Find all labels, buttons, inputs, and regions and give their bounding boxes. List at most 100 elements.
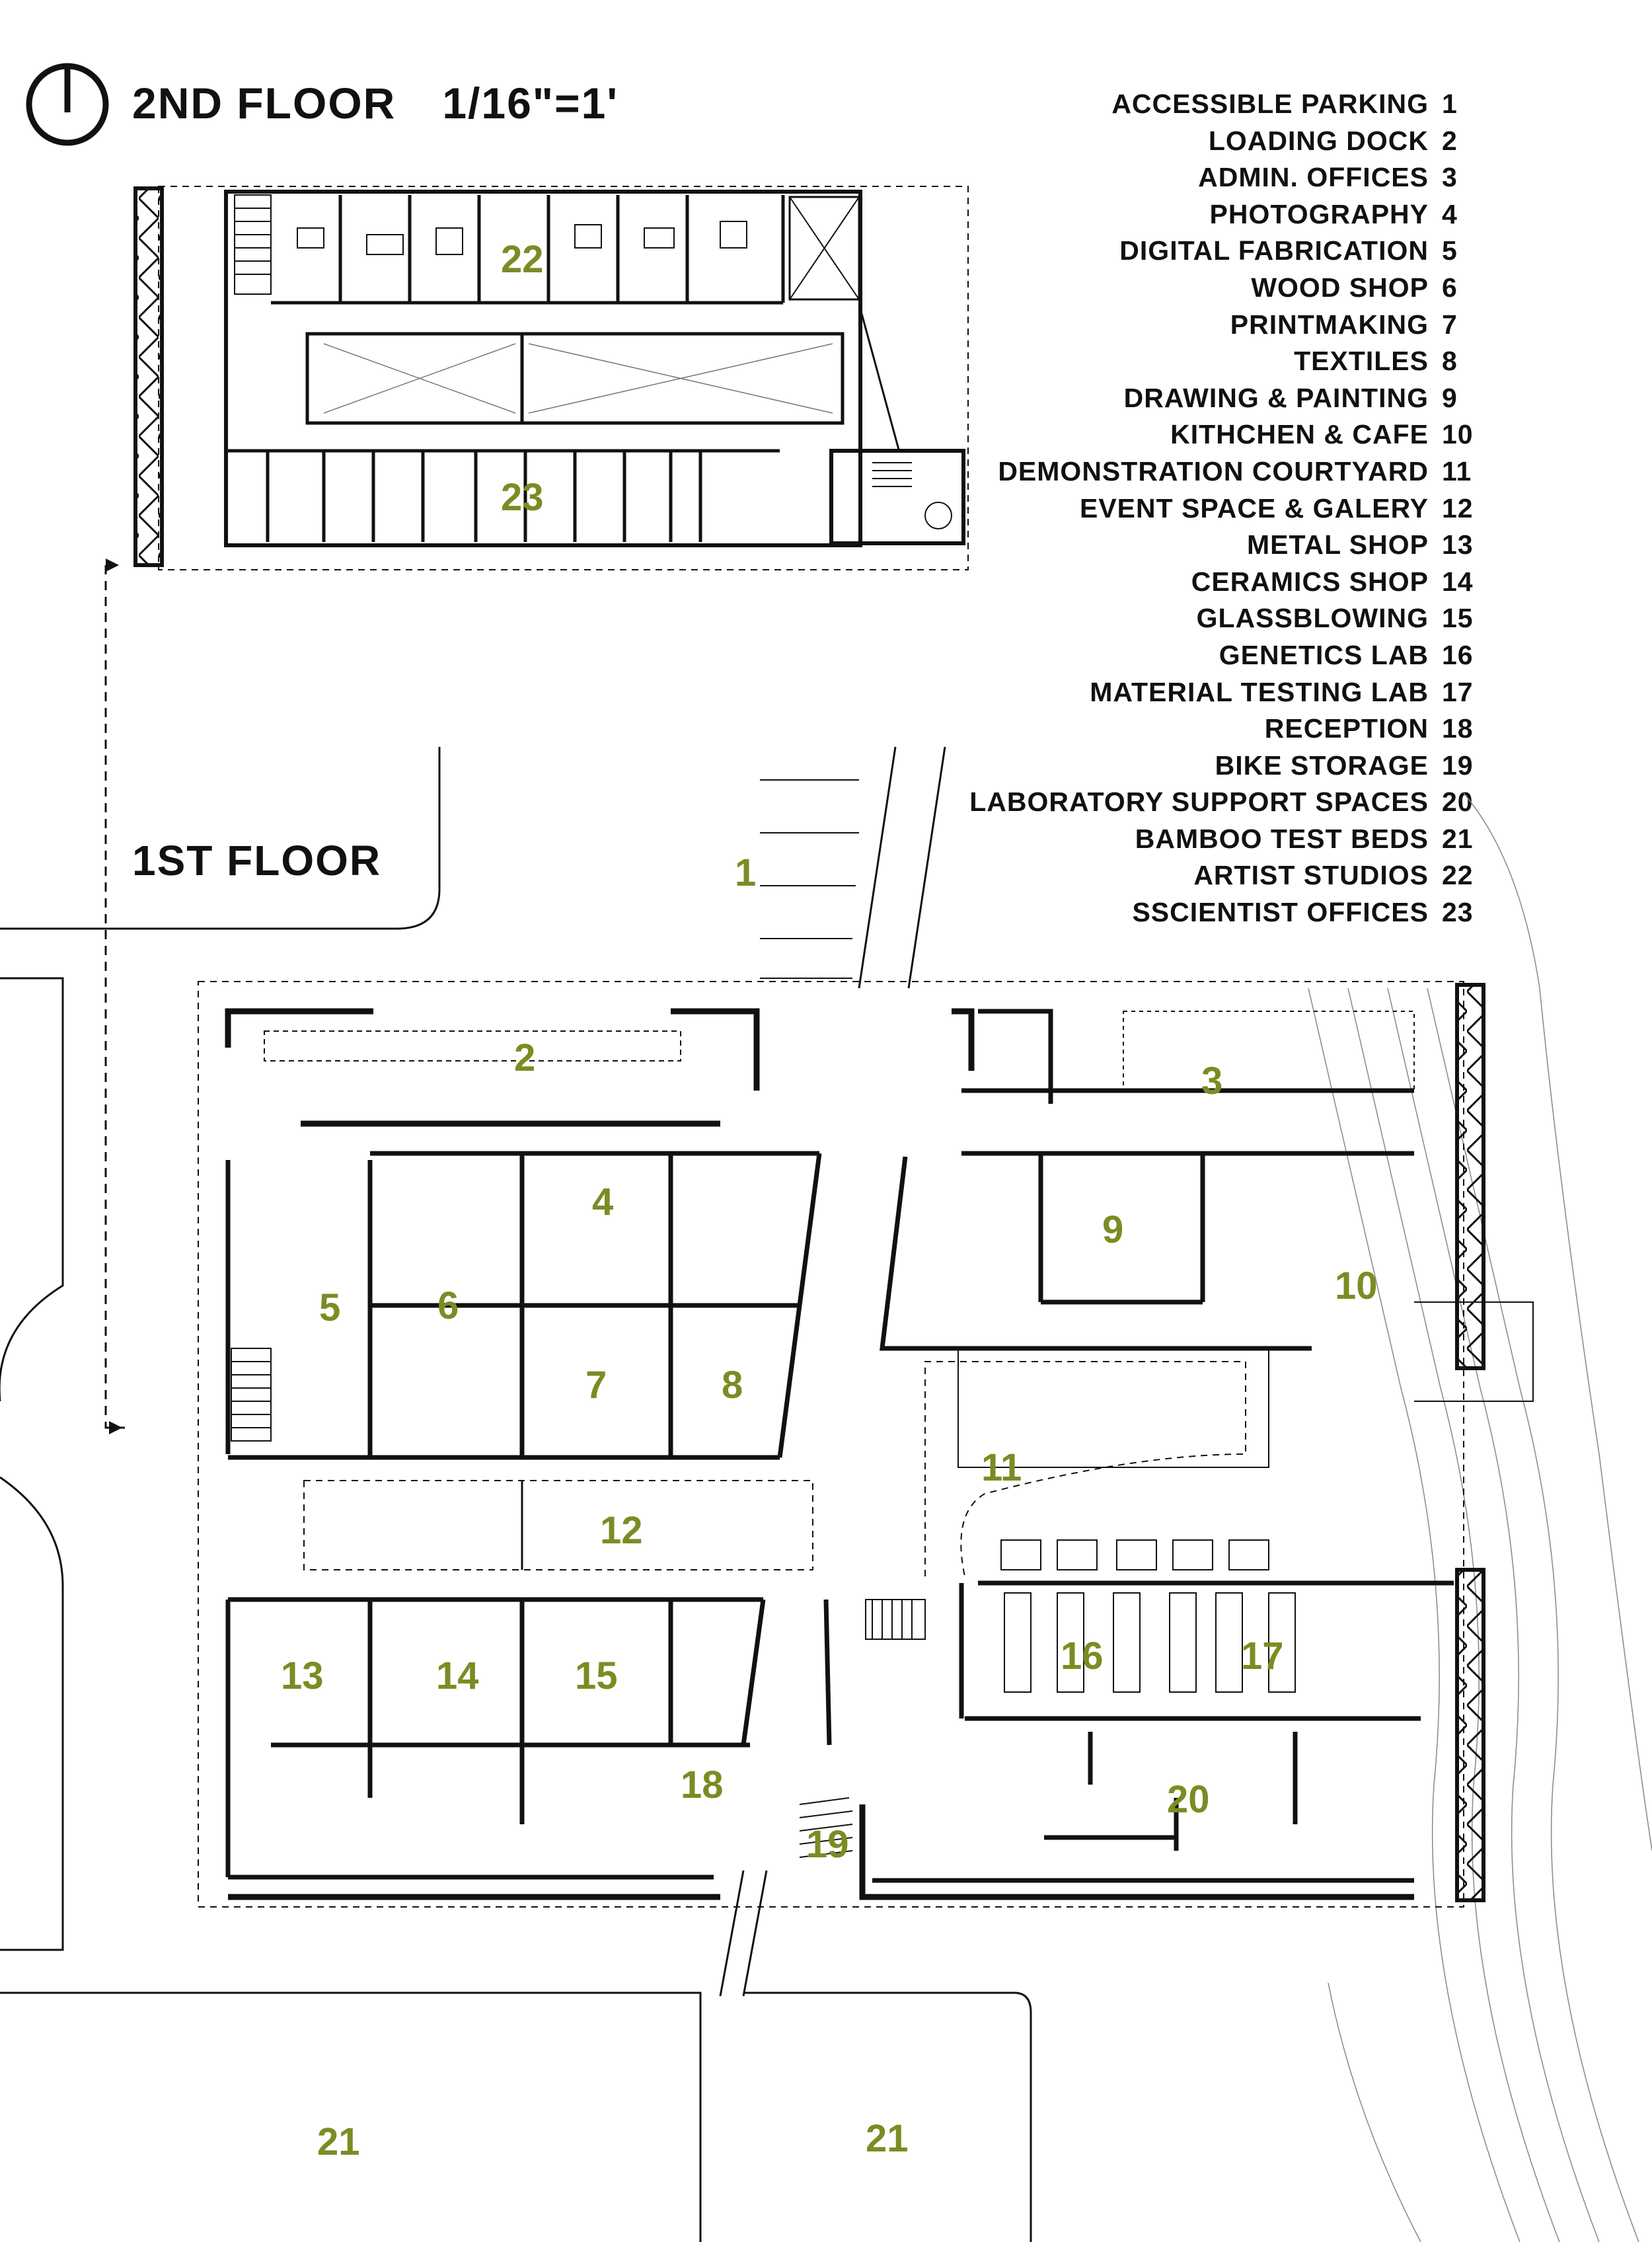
legend-item: BIKE STORAGE 19 <box>969 748 1482 785</box>
legend-label: METAL SHOP <box>1247 529 1429 560</box>
legend-label: KITHCHEN & CAFE <box>1170 419 1429 450</box>
legend-number: 8 <box>1442 346 1458 377</box>
legend-label: ACCESSIBLE PARKING <box>1111 89 1429 119</box>
room-number: 18 <box>681 1763 724 1806</box>
legend-item: METAL SHOP 13 <box>969 527 1482 564</box>
room-number: 22 <box>501 238 544 281</box>
legend-number: 2 <box>1442 125 1458 156</box>
legend-item: ADMIN. OFFICES 3 <box>969 159 1482 196</box>
legend-number: 13 <box>1442 529 1474 560</box>
scale-label: 1/16"=1' <box>442 79 619 128</box>
legend-number: 19 <box>1442 750 1474 781</box>
legend-label: PRINTMAKING <box>1230 309 1429 340</box>
room-number: 5 <box>319 1286 340 1329</box>
legend-number: 6 <box>1442 272 1458 303</box>
legend-number: 15 <box>1442 603 1474 634</box>
legend-number: 17 <box>1442 676 1474 707</box>
room-number: 16 <box>1061 1635 1104 1678</box>
legend-item: KITHCHEN & CAFE 10 <box>969 416 1482 453</box>
floor2-plan <box>133 186 969 570</box>
legend-label: GENETICS LAB <box>1219 639 1429 670</box>
room-number: 7 <box>585 1364 607 1407</box>
floor2-title-text: 2ND FLOOR <box>132 79 396 128</box>
legend-item: WOOD SHOP 6 <box>969 270 1482 307</box>
legend-number: 1 <box>1442 89 1458 119</box>
room-number: 4 <box>592 1180 613 1223</box>
legend-label: EVENT SPACE & GALERY <box>1079 492 1429 523</box>
site-lines <box>0 746 1652 2242</box>
legend-item: MATERIAL TESTING LAB 17 <box>969 674 1482 711</box>
room-number: 23 <box>501 476 544 519</box>
room-number: 6 <box>437 1284 459 1327</box>
legend-number: 5 <box>1442 235 1458 266</box>
legend-item: DRAWING & PAINTING 9 <box>969 380 1482 417</box>
room-number: 2 <box>514 1036 535 1079</box>
legend-number: 23 <box>1442 897 1474 928</box>
legend-label: TEXTILES <box>1294 346 1429 377</box>
room-number: 10 <box>1335 1264 1378 1307</box>
room-number: 21 <box>317 2120 360 2163</box>
north-arrow-icon <box>26 63 109 146</box>
legend-number: 7 <box>1442 309 1458 340</box>
room-number: 21 <box>866 2117 909 2160</box>
room-number: 3 <box>1201 1060 1222 1102</box>
legend-number: 20 <box>1442 787 1474 818</box>
legend-label: DRAWING & PAINTING <box>1123 382 1429 413</box>
legend-item: LOADING DOCK 2 <box>969 123 1482 160</box>
legend-number: 9 <box>1442 382 1458 413</box>
legend-label: ADMIN. OFFICES <box>1198 162 1429 193</box>
legend-number: 18 <box>1442 713 1474 744</box>
legend-item: DEMONSTRATION COURTYARD 11 <box>969 453 1482 490</box>
room-number: 13 <box>281 1654 324 1697</box>
legend-item: ACCESSIBLE PARKING 1 <box>969 86 1482 123</box>
legend-number: 14 <box>1442 566 1474 597</box>
level-connection-path <box>104 565 129 1429</box>
legend-item: CERAMICS SHOP 14 <box>969 564 1482 601</box>
legend-label: CERAMICS SHOP <box>1191 566 1429 597</box>
room-number: 14 <box>436 1654 479 1697</box>
legend-item: RECEPTION 18 <box>969 711 1482 748</box>
legend-label: RECEPTION <box>1264 713 1429 744</box>
legend-label: ARTIST STUDIOS <box>1193 860 1429 891</box>
legend-number: 10 <box>1442 419 1474 450</box>
legend-label: LABORATORY SUPPORT SPACES <box>969 787 1429 818</box>
legend-item: BAMBOO TEST BEDS 21 <box>969 821 1482 858</box>
legend-item: LABORATORY SUPPORT SPACES 20 <box>969 784 1482 821</box>
room-number: 17 <box>1241 1635 1284 1678</box>
legend-number: 3 <box>1442 162 1458 193</box>
legend-item: SSCIENTIST OFFICES 23 <box>969 894 1482 931</box>
legend-item: PHOTOGRAPHY 4 <box>969 196 1482 233</box>
legend-label: MATERIAL TESTING LAB <box>1090 676 1429 707</box>
legend-label: DEMONSTRATION COURTYARD <box>998 455 1429 486</box>
floor2-title: 2ND FLOOR 1/16"=1' <box>132 78 619 128</box>
legend-number: 21 <box>1442 823 1474 854</box>
room-number: 15 <box>575 1654 618 1697</box>
room-number: 19 <box>806 1823 849 1866</box>
legend-number: 12 <box>1442 492 1474 523</box>
legend-item: GENETICS LAB 16 <box>969 637 1482 674</box>
legend-label: SSCIENTIST OFFICES <box>1132 897 1429 928</box>
legend-item: EVENT SPACE & GALERY 12 <box>969 490 1482 527</box>
legend-item: ARTIST STUDIOS 22 <box>969 857 1482 894</box>
room-legend: ACCESSIBLE PARKING 1 LOADING DOCK 2 ADMIN.… <box>969 86 1482 931</box>
legend-label: BAMBOO TEST BEDS <box>1135 823 1429 854</box>
legend-item: TEXTILES 8 <box>969 343 1482 380</box>
legend-number: 16 <box>1442 639 1474 670</box>
room-number: 8 <box>722 1364 743 1407</box>
legend-label: WOOD SHOP <box>1251 272 1429 303</box>
legend-label: PHOTOGRAPHY <box>1209 198 1429 229</box>
legend-label: BIKE STORAGE <box>1215 750 1429 781</box>
room-number: 1 <box>735 851 756 894</box>
room-numbers: 1 2 3 4 5 6 7 8 9 10 11 12 13 14 15 16 1… <box>281 238 1378 2163</box>
legend-number: 4 <box>1442 198 1458 229</box>
legend-label: LOADING DOCK <box>1208 125 1429 156</box>
legend-number: 22 <box>1442 860 1474 891</box>
legend-number: 11 <box>1442 455 1472 486</box>
legend-item: PRINTMAKING 7 <box>969 307 1482 344</box>
floor1-title: 1ST FLOOR <box>132 837 382 884</box>
floor1-plan <box>198 981 1534 1908</box>
room-number: 11 <box>981 1446 1022 1489</box>
